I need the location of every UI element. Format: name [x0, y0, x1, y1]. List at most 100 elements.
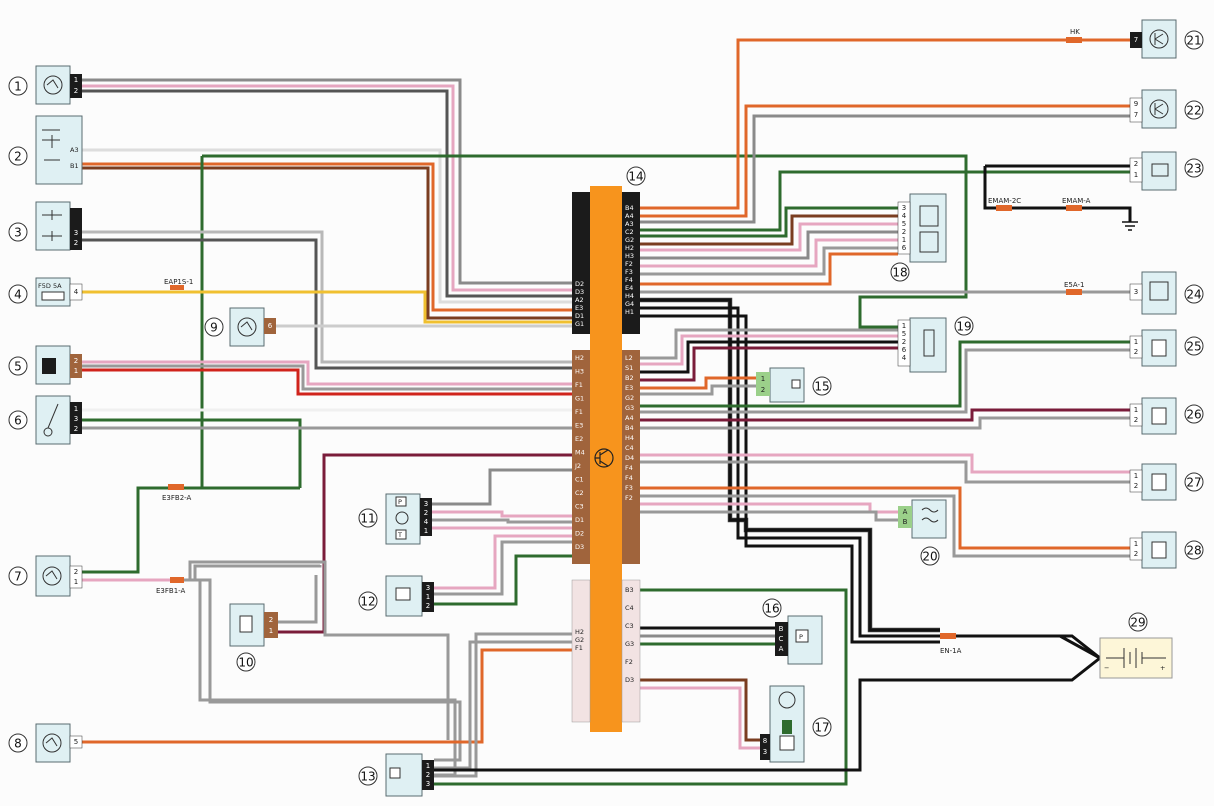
svg-text:3: 3 — [424, 500, 428, 508]
ecu-pin-top-right-3: C2 — [625, 228, 634, 236]
ecu-pin-brown-right-4: G2 — [625, 394, 634, 402]
ecu-pin-brown-left-0: H2 — [575, 354, 584, 362]
svg-text:2: 2 — [1134, 550, 1138, 558]
svg-text:2: 2 — [74, 425, 78, 433]
ecu-unit-14 — [571, 186, 641, 732]
ecu-pin-black-left-4: D1 — [575, 312, 584, 320]
badge-17: 17 — [812, 717, 832, 737]
ecu-pin-top-right-9: F4 — [625, 276, 633, 284]
badge-7: 7 — [8, 566, 28, 586]
svg-text:7: 7 — [1134, 111, 1138, 119]
svg-text:3: 3 — [902, 204, 906, 212]
component-1: 12 — [35, 65, 82, 105]
badge-29: 29 — [1128, 612, 1148, 632]
svg-text:5: 5 — [902, 330, 906, 338]
ecu-pin-white-right-1: C4 — [625, 604, 634, 612]
svg-text:1: 1 — [269, 627, 273, 635]
svg-text:3: 3 — [14, 226, 22, 240]
ecu-pin-brown-left-3: G1 — [575, 395, 584, 403]
svg-text:1: 1 — [74, 578, 78, 586]
ecu-pin-brown-right-10: D4 — [625, 454, 634, 462]
badge-25: 25 — [1184, 336, 1204, 356]
svg-text:4: 4 — [424, 518, 429, 526]
svg-text:B: B — [903, 518, 908, 526]
component-number-badges: 1234567891011121314151617181920212223242… — [8, 30, 1204, 786]
splice-en-1a: EN-1A — [940, 647, 962, 655]
svg-text:1: 1 — [424, 527, 428, 535]
component-27: 12 — [1129, 463, 1177, 501]
component-22: 97 — [1129, 89, 1177, 129]
relay-pin-a3: A3 — [70, 146, 79, 154]
svg-text:28: 28 — [1186, 544, 1201, 558]
ecu-pin-brown-right-9: C4 — [625, 444, 634, 452]
svg-text:1: 1 — [1134, 540, 1138, 548]
svg-text:8: 8 — [763, 737, 767, 745]
component-15: 12 — [756, 367, 805, 403]
ecu-pin-brown-right-0: L2 — [625, 354, 633, 362]
svg-text:15: 15 — [814, 380, 829, 394]
splice-e5a-1: E5A-1 — [1064, 281, 1085, 289]
svg-text:4: 4 — [902, 212, 907, 220]
component-17: 83 — [760, 685, 805, 763]
ecu-pin-white-right-5: D3 — [625, 676, 634, 684]
badge-26: 26 — [1184, 404, 1204, 424]
svg-text:7: 7 — [14, 570, 22, 584]
ecu-pin-white-left-2: F1 — [575, 644, 583, 652]
ecu-pin-white-right-3: G3 — [625, 640, 634, 648]
svg-text:9: 9 — [1134, 100, 1138, 108]
svg-text:19: 19 — [956, 320, 971, 334]
component-29-battery: −+ — [1099, 637, 1173, 679]
fuse-pin: 4 — [74, 288, 79, 296]
component-16: BCA P — [775, 615, 823, 665]
badge-11: 11 — [358, 508, 378, 528]
svg-text:2: 2 — [14, 150, 22, 164]
svg-text:12: 12 — [360, 595, 375, 609]
svg-text:2: 2 — [1134, 160, 1138, 168]
svg-text:9: 9 — [210, 321, 218, 335]
svg-text:3: 3 — [426, 780, 430, 788]
ecu-pin-brown-right-3: E3 — [625, 384, 633, 392]
badge-27: 27 — [1184, 472, 1204, 492]
ecu-pin-black-left-1: D3 — [575, 288, 584, 296]
component-12: 312 — [385, 575, 434, 617]
splice-e3fb1-a: E3FB1-A — [156, 587, 186, 595]
svg-text:2: 2 — [426, 771, 430, 779]
svg-text:1: 1 — [74, 76, 78, 84]
svg-text:1: 1 — [1134, 472, 1138, 480]
component-9-pin: 6 — [268, 322, 273, 330]
svg-text:2: 2 — [74, 87, 78, 95]
ecu-pin-brown-left-9: C1 — [575, 476, 584, 484]
svg-text:1: 1 — [902, 236, 906, 244]
relay-pin-b1: B1 — [70, 162, 79, 170]
ecu-pin-top-right-2: A3 — [625, 220, 634, 228]
svg-text:6: 6 — [902, 346, 907, 354]
ecu-pin-brown-left-10: C2 — [575, 489, 584, 497]
ecu-pin-brown-right-11: F4 — [625, 464, 633, 472]
svg-text:2: 2 — [269, 616, 273, 624]
ecu-pin-brown-left-13: D2 — [575, 530, 584, 538]
svg-text:2: 2 — [424, 509, 428, 517]
ecu-pin-top-right-8: F3 — [625, 268, 633, 276]
component-10: 21 — [229, 603, 278, 647]
ecu-pin-white-right-2: C3 — [625, 622, 634, 630]
badge-28: 28 — [1184, 540, 1204, 560]
splice-e3fb2-a: E3FB2-A — [162, 494, 192, 502]
svg-text:20: 20 — [922, 550, 937, 564]
badge-15: 15 — [812, 376, 832, 396]
svg-text:2: 2 — [74, 357, 78, 365]
svg-text:24: 24 — [1186, 288, 1201, 302]
component-24-pin: 3 — [1134, 288, 1138, 296]
ecu-pin-black-left-2: A2 — [575, 296, 584, 304]
svg-text:2: 2 — [426, 602, 430, 610]
ecu-pin-brown-left-5: E3 — [575, 422, 583, 430]
ecu-pin-white-left-0: H2 — [575, 628, 584, 636]
svg-text:5: 5 — [14, 360, 22, 374]
ecu-pin-brown-left-8: J2 — [574, 462, 581, 470]
svg-text:3: 3 — [74, 229, 78, 237]
ecu-pin-top-right-11: H4 — [625, 292, 634, 300]
badge-24: 24 — [1184, 284, 1204, 304]
badge-19: 19 — [954, 316, 974, 336]
